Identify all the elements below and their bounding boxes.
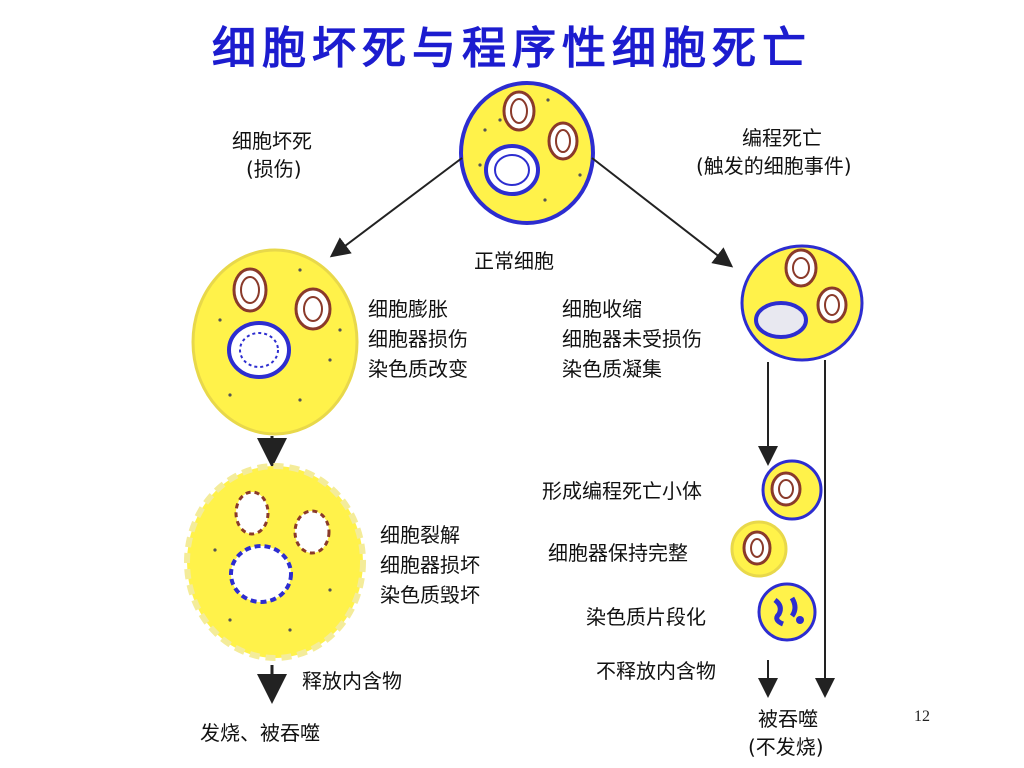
no-release-label: 不释放内含物 (596, 659, 716, 683)
organelles-intact-label: 细胞器保持完整 (548, 541, 688, 565)
chromatin-fragment-label: 染色质片段化 (586, 605, 706, 629)
page-number: 12 (914, 708, 930, 725)
damaged-mitochondrion-icon (234, 490, 270, 536)
apoptotic-body (761, 459, 823, 521)
normal-cell-label: 正常细胞 (474, 249, 554, 273)
mitochondrion-icon (294, 287, 332, 331)
necrosis-stage2-text-3: 染色质毁坏 (380, 583, 480, 607)
mitochondrion-icon (232, 267, 268, 313)
mitochondrion-icon (816, 286, 848, 324)
nucleus-icon (484, 144, 540, 196)
mitochondrion-icon (547, 121, 579, 161)
necrosis-stage2-text-2: 细胞器损坏 (380, 553, 480, 577)
mitochondrion-icon (784, 248, 818, 288)
necrosis-stage1-text-3: 染色质改变 (368, 357, 468, 381)
apoptosis-heading: 编程死亡 (742, 126, 822, 150)
damaged-nucleus-icon (229, 544, 293, 604)
apoptotic-body-organelle (730, 520, 788, 578)
apoptosis-stage1-text-3: 染色质凝集 (562, 357, 662, 381)
condensed-nucleus-icon (754, 301, 808, 339)
necrosis-stage2-text-1: 细胞裂解 (380, 523, 460, 547)
nucleus-icon (227, 321, 291, 379)
swollen-cell (191, 248, 359, 436)
arrow-to-apoptosis (591, 157, 734, 268)
apoptotic-body-label: 形成编程死亡小体 (542, 479, 702, 503)
necrosis-outcome-label: 发烧、被吞噬 (200, 721, 320, 745)
arrow-to-necrosis (329, 157, 463, 258)
apoptosis-cause: (触发的细胞事件) (696, 154, 852, 178)
necrosis-stage1-text-1: 细胞膨胀 (368, 297, 448, 321)
page-title: 细胞坏死与程序性细胞死亡 (212, 23, 812, 74)
necrosis-cause: (损伤) (246, 157, 302, 181)
lysed-cell (184, 463, 366, 661)
necrosis-stage1-text-2: 细胞器损伤 (368, 327, 468, 351)
mitochondrion-icon (502, 90, 536, 132)
shrunk-cell (740, 244, 864, 362)
necrosis-heading: 细胞坏死 (232, 129, 312, 153)
release-contents-label: 释放内含物 (302, 669, 402, 693)
apoptosis-outcome-note: (不发烧) (748, 735, 824, 759)
apoptosis-outcome-label: 被吞噬 (758, 707, 818, 731)
damaged-mitochondrion-icon (293, 509, 331, 555)
apoptosis-stage1-text-2: 细胞器未受损伤 (562, 327, 702, 351)
apoptotic-body-chromatin (757, 582, 817, 642)
apoptosis-stage1-text-1: 细胞收缩 (562, 297, 642, 321)
normal-cell (459, 81, 595, 225)
